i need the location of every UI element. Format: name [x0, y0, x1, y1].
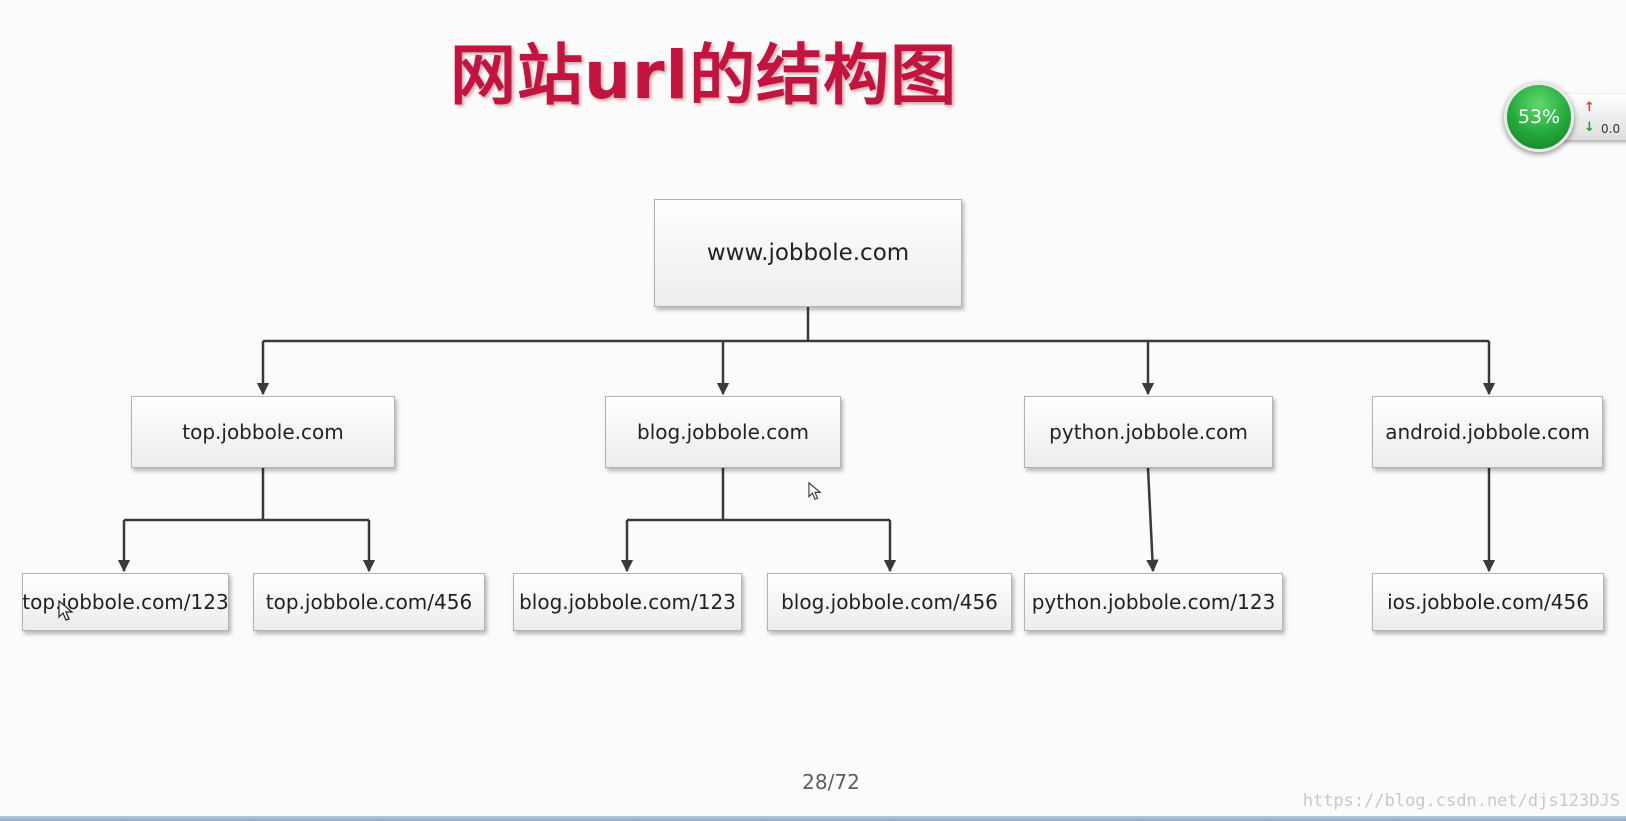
network-speed-widget[interactable]: ↑ ↓ 0.0 53% — [1504, 82, 1626, 152]
node-blog-123: blog.jobbole.com/123 — [513, 573, 742, 631]
upload-arrow-icon: ↑ — [1584, 100, 1595, 115]
node-blog-456: blog.jobbole.com/456 — [767, 573, 1012, 631]
node-python-123: python.jobbole.com/123 — [1024, 573, 1283, 631]
node-root: www.jobbole.com — [654, 199, 962, 307]
edge-blog-trunk — [627, 468, 890, 522]
page-number: 28/72 — [802, 770, 860, 794]
edge-top-trunk — [124, 468, 369, 522]
edge-python-123 — [1146, 467, 1159, 573]
node-android: android.jobbole.com — [1372, 396, 1603, 468]
node-top-456: top.jobbole.com/456 — [253, 573, 485, 631]
memory-usage-circle[interactable]: 53% — [1504, 82, 1574, 152]
slide-title: 网站url的结构图 — [450, 37, 958, 114]
download-arrow-icon: ↓ — [1584, 120, 1595, 135]
watermark: https://blog.csdn.net/djs123DJS — [1302, 791, 1620, 811]
node-ios-456: ios.jobbole.com/456 — [1372, 573, 1604, 631]
node-python: python.jobbole.com — [1024, 396, 1273, 468]
node-blog: blog.jobbole.com — [605, 396, 841, 468]
node-top-123: top.jobbole.com/123 — [22, 573, 229, 631]
mouse-cursor-icon — [808, 482, 822, 501]
download-speed-value: 0.0 — [1601, 122, 1621, 136]
node-top: top.jobbole.com — [131, 396, 395, 468]
taskbar-edge — [0, 816, 1626, 821]
mouse-cursor-icon — [58, 600, 74, 621]
